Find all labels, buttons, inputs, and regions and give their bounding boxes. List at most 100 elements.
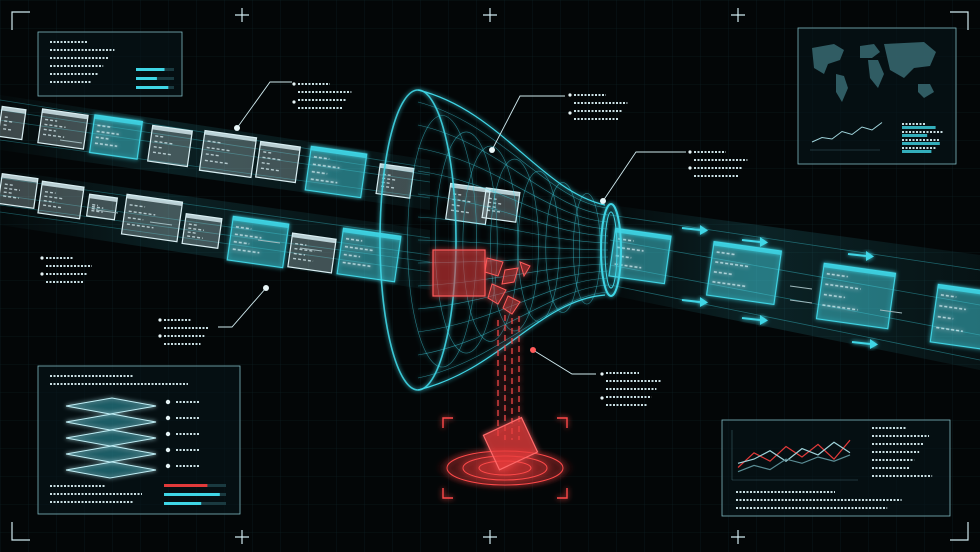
chart-series-line — [737, 441, 851, 464]
document-card — [0, 105, 27, 141]
flow-arrow-icon — [741, 315, 768, 325]
funnel-rib — [417, 101, 609, 209]
bullet-dot — [158, 334, 162, 338]
bullet-dot — [165, 415, 171, 421]
bullet-dot — [688, 166, 692, 170]
layer-plane — [65, 429, 157, 447]
rejected-document-icon — [482, 416, 539, 471]
document-card — [37, 108, 89, 150]
document-card — [226, 215, 290, 269]
document-card — [287, 232, 337, 274]
top-right-line-chart — [811, 122, 883, 143]
progress-fill — [902, 126, 936, 129]
document-card — [37, 180, 85, 220]
bullet-dot — [165, 399, 171, 405]
hud-frame-marks — [11, 8, 969, 544]
bullet-dot — [688, 150, 692, 154]
document-card — [120, 193, 184, 243]
progress-fill — [136, 68, 165, 71]
funnel-rib — [417, 216, 609, 244]
bullet-dot — [165, 431, 171, 437]
chart-series-line — [737, 454, 851, 473]
funnel-ring — [407, 115, 477, 368]
bullet-dot — [40, 272, 44, 276]
progress-fill — [136, 86, 169, 89]
funnel-rib — [417, 147, 609, 223]
panel-bottom-left — [37, 365, 241, 515]
progress-fill — [902, 150, 932, 153]
bullet-dot — [165, 463, 171, 469]
stacked-layers-icon — [65, 397, 157, 479]
document-card — [481, 187, 521, 223]
document-card — [304, 145, 368, 199]
flow-arrow-icon — [59, 139, 83, 144]
document-card — [88, 114, 144, 160]
panel-bottom-right — [721, 419, 951, 517]
layer-plane — [65, 445, 157, 463]
document-card — [705, 240, 783, 306]
flow-arrow-icon — [847, 251, 874, 261]
bullet-dot — [158, 318, 162, 322]
document-card — [85, 193, 119, 221]
bullet-dot — [600, 396, 604, 400]
flow-arrow-icon — [789, 285, 813, 290]
document-card — [198, 129, 258, 179]
layer-plane — [65, 461, 157, 479]
document-card — [0, 172, 39, 210]
document-card — [608, 227, 672, 285]
bullet-dot — [568, 111, 572, 115]
progress-fill — [164, 484, 208, 487]
funnel-rib — [417, 291, 609, 379]
bullet-dot — [568, 93, 572, 97]
funnel-ring — [490, 158, 539, 332]
callout-text-blocks — [40, 82, 748, 406]
progress-fill — [164, 502, 202, 505]
layer-plane — [65, 397, 157, 415]
funnel-rib — [417, 193, 609, 237]
progress-fill — [902, 142, 940, 145]
flow-arrow-icon — [879, 309, 903, 314]
bullet-dot — [600, 372, 604, 376]
layer-plane — [65, 413, 157, 431]
document-card — [815, 262, 897, 330]
funnel-ring — [517, 170, 560, 322]
flow-arrow-icon — [851, 339, 878, 349]
progress-fill — [136, 77, 157, 80]
bullet-dot — [40, 256, 44, 260]
progress-fill — [164, 493, 220, 496]
flow-arrow-icon — [681, 225, 708, 235]
flow-arrow-icon — [681, 297, 708, 307]
document-card — [147, 124, 193, 168]
flow-arrow-icon — [95, 209, 119, 214]
chart-series-line — [737, 439, 851, 468]
world-map-icon — [812, 42, 936, 102]
document-card — [336, 227, 402, 283]
funnel-rib — [417, 277, 609, 333]
data-filter-funnel-icon — [379, 89, 622, 391]
rejected-document-icon — [432, 249, 486, 297]
flow-arrow-icon — [789, 299, 813, 304]
flow-arrow-icon — [149, 221, 173, 226]
funnel-rib — [417, 170, 609, 230]
progress-fill — [902, 134, 928, 137]
rejected-flow — [432, 249, 575, 499]
panel-top-left — [37, 31, 183, 97]
panel-top-right — [797, 27, 957, 165]
flow-arrow-icon — [741, 237, 768, 247]
document-card — [255, 140, 301, 184]
callout-dots — [234, 125, 606, 353]
callout-lines — [218, 81, 686, 375]
bullet-dot — [292, 82, 296, 86]
funnel-rib — [417, 124, 609, 216]
funnel-rib — [417, 239, 609, 251]
bottom-right-line-chart — [737, 439, 851, 473]
bullet-dot — [292, 100, 296, 104]
flow-arrow-icon — [257, 239, 281, 244]
flow-arrow-icon — [299, 247, 323, 252]
funnel-ring — [434, 131, 498, 354]
funnel-rib — [417, 270, 609, 310]
document-card — [375, 163, 415, 199]
funnel-rib — [417, 284, 609, 356]
bullet-dot — [165, 447, 171, 453]
